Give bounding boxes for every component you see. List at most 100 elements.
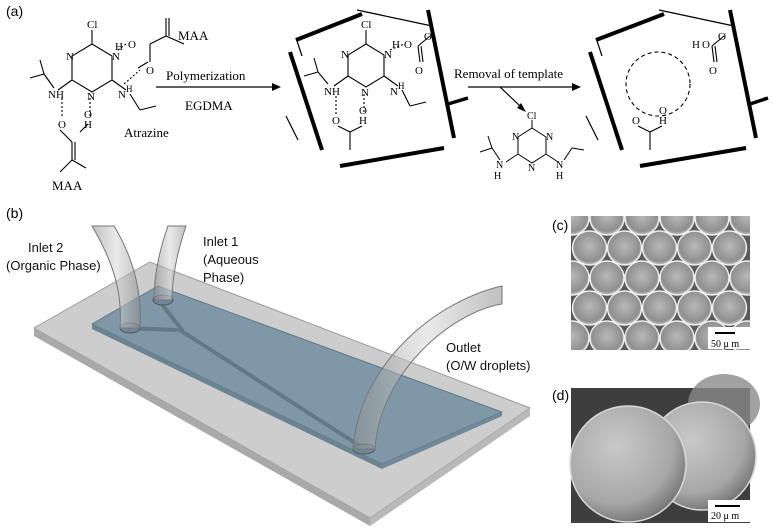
atom-n: N [496, 160, 503, 171]
sem-dimple [641, 290, 678, 326]
polymerization-label: Polymerization [166, 68, 246, 83]
panel-d-label: (d) [552, 387, 569, 403]
scale-label-c: 50 μ m [711, 339, 739, 350]
sem-dimple [606, 290, 643, 326]
removal-arrow [468, 83, 581, 112]
sem-dimple [624, 260, 660, 296]
sem-dimple [589, 216, 625, 236]
sem-dimple [589, 260, 625, 296]
atom-o: O [404, 39, 412, 51]
sem-dimple [571, 216, 590, 236]
atom-h: H [84, 119, 92, 131]
sem-dimple [711, 290, 748, 326]
atom-cl: Cl [361, 19, 371, 31]
sem-dimple [694, 216, 730, 236]
atom-o: O [359, 105, 367, 117]
outlet-line2: (O/W droplets) [446, 358, 531, 373]
atom-o: O [415, 65, 423, 77]
atom-o: O [702, 39, 710, 51]
atom-h: H [126, 84, 133, 94]
inlet2-line2: (Organic Phase) [6, 258, 101, 273]
atom-o: O [718, 31, 726, 43]
sem-dimple [729, 260, 750, 296]
inlet1-line3: Phase) [203, 270, 244, 285]
atom-h: H [692, 39, 700, 51]
atom-o: O [332, 115, 340, 127]
atom-n: N [512, 132, 519, 143]
polymer-cage-1 [285, 9, 469, 168]
atom-cl: Cl [87, 19, 97, 31]
panel-d: (d) 20 μ m [552, 374, 760, 523]
maa-bottom-label: MAA [52, 178, 83, 193]
atom-n: N [66, 51, 74, 63]
atom-o: O [659, 105, 667, 117]
inlet-2-tube [91, 225, 141, 329]
sem-dimple [711, 230, 748, 266]
cage2-atoms: H O O O O H O [632, 31, 726, 127]
sem-dimple [624, 320, 660, 350]
chip-liquid-edge-front [382, 412, 502, 469]
chip-glass-side [34, 328, 370, 526]
sem-dimple [659, 260, 695, 296]
sem-dimple [571, 290, 608, 326]
atom-nh: NH [324, 86, 340, 98]
atom-n: N [390, 86, 398, 98]
sem-dimple [694, 260, 730, 296]
atom-n: N [528, 163, 535, 174]
released-atrazine [479, 120, 585, 164]
sem-dimple [571, 320, 590, 350]
maa-top-label: MAA [178, 28, 209, 43]
panel-b-label: (b) [6, 205, 23, 221]
released-atoms: Cl N N N N H N H [494, 111, 563, 182]
atom-o: O [58, 119, 66, 131]
atom-h: H [359, 115, 367, 127]
atom-n: N [556, 160, 563, 171]
sem-dimple [659, 320, 695, 350]
polymer-cage-2 [585, 9, 769, 168]
sem-dimple [571, 230, 608, 266]
egdma-label: EGDMA [185, 98, 233, 113]
sem-dimple [729, 216, 750, 236]
atom-h: H [115, 41, 123, 53]
panel-a-label: (a) [6, 3, 23, 19]
outlet-tube [352, 285, 503, 450]
atom-h: H [494, 171, 501, 182]
sem-dimple [641, 230, 678, 266]
inlet1-line1: Inlet 1 [203, 234, 238, 249]
sem-dimple [589, 320, 625, 350]
sem-dimple [676, 230, 713, 266]
atom-n: N [118, 89, 126, 101]
atom-o: O [146, 65, 154, 77]
sem-dimple [606, 230, 643, 266]
atom-n: N [112, 51, 120, 63]
removal-label: Removal of template [454, 66, 563, 81]
triazine-ring-1 [71, 43, 113, 93]
atom-h: H [659, 115, 667, 127]
atom-h: H [398, 81, 405, 91]
atom-h: H [556, 171, 563, 182]
panel-a: (a) [6, 3, 769, 193]
atom-cl: Cl [527, 111, 537, 122]
panel-c-label: (c) [552, 217, 568, 233]
inlet2-line1: Inlet 2 [28, 240, 63, 255]
atrazine-maa-atoms: Cl N N N NH N H H O O O H O [48, 19, 154, 131]
atom-n: N [546, 132, 553, 143]
panel-c: (c) 50 μ m [552, 216, 752, 350]
atom-o: O [632, 115, 640, 127]
sem-microsphere-left [569, 405, 687, 523]
atom-o: O [84, 109, 92, 121]
atom-h: H [392, 39, 400, 51]
atrazine-label: Atrazine [124, 125, 169, 140]
atrazine-maa-complex [29, 18, 185, 173]
chip-glass-front [370, 408, 530, 526]
atrazine-in-cage [303, 30, 431, 150]
inlet-1-tube [153, 225, 187, 301]
sem-dimple [676, 290, 713, 326]
sem-dimple [659, 216, 695, 236]
atom-nh: NH [48, 89, 64, 101]
outlet-line1: Outlet [446, 340, 481, 355]
atom-n: N [87, 91, 95, 103]
atom-o: O [424, 31, 432, 43]
template-cavity [625, 51, 691, 117]
